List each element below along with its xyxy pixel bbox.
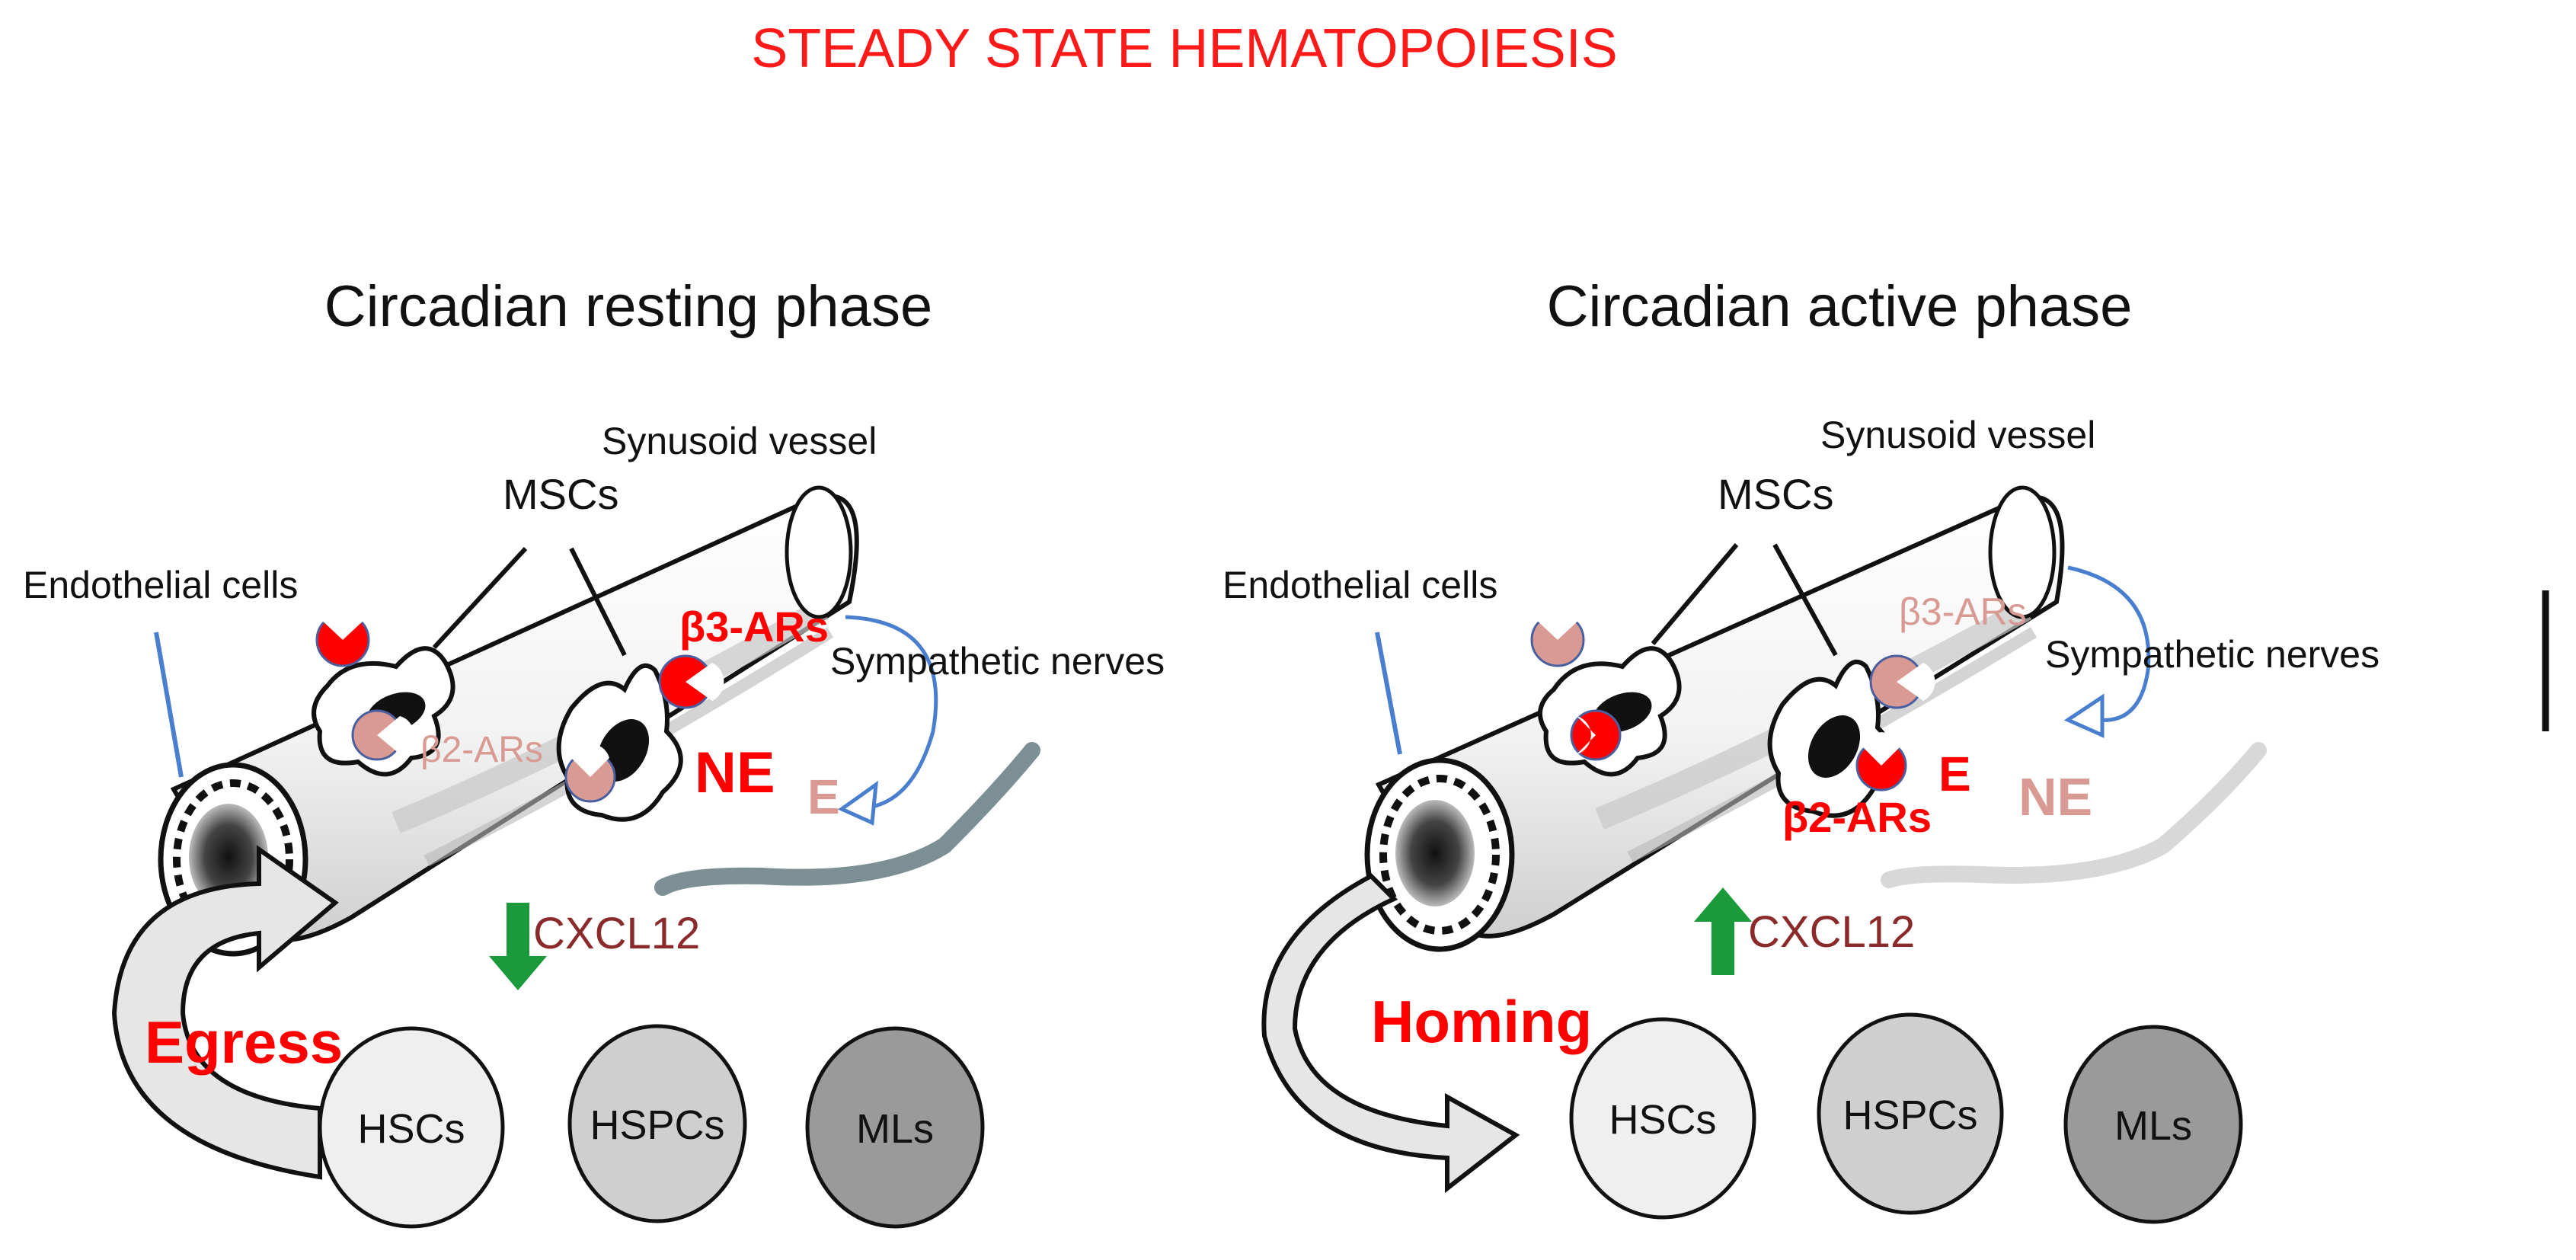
sympathetic-nerves-label: Sympathetic nerves (2045, 633, 2379, 676)
ne-label: NE (695, 740, 775, 805)
panel-heading: Circadian resting phase (324, 274, 932, 339)
beta3-receptor (1530, 596, 1585, 667)
hsc-cell: HSCs (318, 1026, 505, 1229)
e-release-arrowhead (837, 780, 879, 826)
cxcl12-up-arrow (1694, 887, 1752, 975)
msc-label: MSCs (503, 470, 618, 518)
vessel-lumen (1364, 757, 1515, 952)
hspc-label: HSPCs (590, 1102, 724, 1148)
msc-pointer (1772, 543, 1838, 657)
e-release-arrow (2067, 565, 2151, 722)
homing-arrow (1261, 873, 1520, 1194)
beta3-ars-label: β3-ARs (679, 603, 829, 651)
ml-cell: MLs (2063, 1025, 2243, 1224)
hsc-label: HSCs (1609, 1097, 1716, 1143)
beta2-ars-label: β2-ARs (1782, 793, 1932, 841)
hsc-label: HSCs (357, 1106, 465, 1152)
msc-pointer (1651, 543, 1739, 645)
resting-phase-panel: Circadian resting phase Endothelial cell… (23, 274, 1165, 1229)
cxcl12-label: CXCL12 (1748, 907, 1915, 957)
ne-label: NE (2018, 767, 2092, 827)
e-release-arrowhead (2063, 693, 2105, 738)
cxcl12-label: CXCL12 (533, 909, 700, 958)
endothelial-cells-label: Endothelial cells (23, 564, 298, 606)
beta3-receptor (658, 654, 724, 709)
beta2-receptor (1570, 709, 1622, 761)
msc-label: MSCs (1718, 470, 1833, 518)
beta2-receptor (1855, 732, 1907, 791)
panel-heading: Circadian active phase (1547, 274, 2133, 339)
egress-label: Egress (145, 1009, 343, 1076)
hspc-label: HSPCs (1843, 1092, 1977, 1138)
homing-label: Homing (1371, 988, 1592, 1055)
msc-pointer (432, 546, 528, 650)
beta3-receptor (315, 596, 370, 667)
beta3-receptor (1869, 654, 1935, 709)
e-release-arrow (845, 615, 938, 810)
beta3-ars-label: β3-ARs (1899, 590, 2027, 633)
endothelial-pointer (1375, 632, 1402, 755)
msc-pointer (569, 547, 627, 657)
sympathetic-nerve (654, 742, 1040, 896)
endothelial-cells-label: Endothelial cells (1222, 564, 1497, 606)
beta2-receptor (351, 709, 414, 761)
beta2-receptor (564, 744, 616, 803)
ml-label: MLs (2114, 1103, 2192, 1149)
hspc-cell: HSPCs (567, 1024, 747, 1223)
beta2-ars-label: β2-ARs (420, 730, 543, 770)
active-phase-panel: Circadian active phase Endothelial cells (1222, 274, 2379, 1224)
e-label: E (807, 769, 840, 824)
sympathetic-nerves-label: Sympathetic nerves (830, 640, 1165, 683)
vessel-label: Synusoid vessel (1820, 414, 2095, 456)
hspc-cell: HSPCs (1817, 1012, 2004, 1215)
vessel-label: Synusoid vessel (602, 420, 877, 462)
diagram-title: STEADY STATE HEMATOPOIESIS (751, 18, 1618, 79)
sympathetic-nerve (1881, 742, 2267, 888)
ml-label: MLs (856, 1106, 934, 1152)
endothelial-pointer (154, 632, 184, 778)
e-label: E (1938, 747, 1971, 801)
ml-cell: MLs (805, 1026, 985, 1229)
egress-arrow (111, 845, 339, 1180)
hsc-cell: HSCs (1569, 1017, 1756, 1220)
cxcl12-down-arrow (489, 903, 547, 990)
